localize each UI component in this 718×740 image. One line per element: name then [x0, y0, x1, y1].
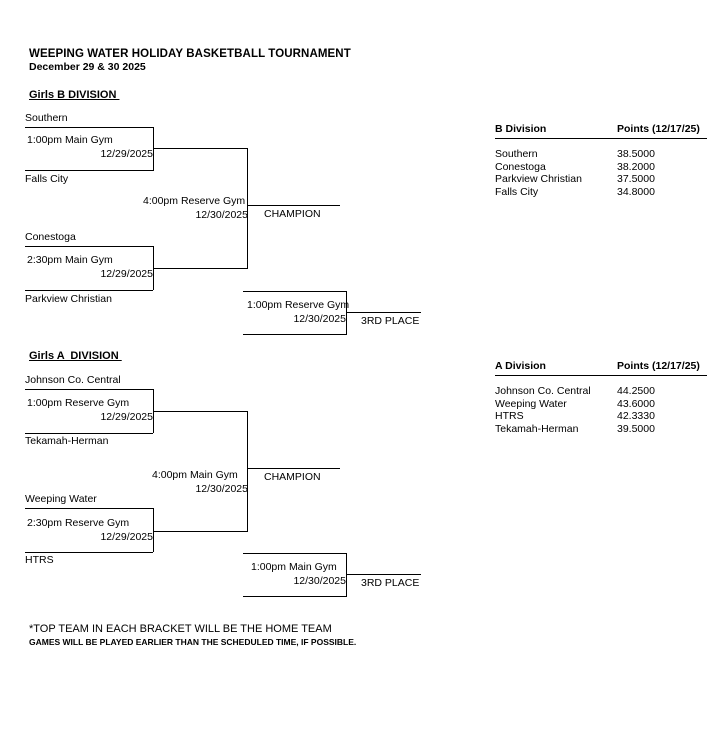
- game-b-consolation-date: 12/30/2025: [293, 313, 346, 325]
- bracket-line: [346, 553, 347, 597]
- table-row: Southern 38.5000: [495, 148, 707, 161]
- game-a-sf1-venue: 1:00pm Reserve Gym: [27, 397, 130, 409]
- bracket-line: [346, 312, 421, 313]
- table-row: Weeping Water 43.6000: [495, 398, 707, 411]
- bracket-line: [153, 148, 248, 149]
- column-header-points: Points (12/17/25): [617, 360, 700, 372]
- table-header-row: A Division Points (12/17/25): [495, 360, 707, 376]
- game-a-final-venue: 4:00pm Main Gym: [152, 469, 238, 481]
- cell-team: Falls City: [495, 185, 539, 198]
- table-row: Johnson Co. Central 44.2500: [495, 385, 707, 398]
- bracket-line: [243, 291, 347, 292]
- bracket-line: [153, 531, 248, 532]
- bracket-line: [25, 246, 153, 247]
- cell-team: HTRS: [495, 410, 524, 422]
- table-row: Falls City 34.8000: [495, 186, 707, 199]
- bracket-line: [153, 411, 248, 412]
- outcome-b-third-place: 3RD PLACE: [361, 315, 420, 327]
- bracket-line: [247, 468, 340, 469]
- game-b-sf1-venue: 1:00pm Main Gym: [27, 134, 113, 146]
- cell-team: Weeping Water: [495, 397, 567, 410]
- bracket-line: [243, 596, 347, 597]
- game-b-consolation-venue: 1:00pm Reserve Gym: [247, 299, 350, 311]
- table-row: Tekamah-Herman 39.5000: [495, 423, 707, 436]
- table-row: Conestoga 38.2000: [495, 161, 707, 174]
- cell-points: 37.5000: [617, 173, 655, 185]
- bracket-line: [247, 411, 248, 532]
- game-a-sf2-date: 12/29/2025: [100, 531, 153, 543]
- column-header-division: B Division: [495, 123, 547, 135]
- game-b-sf2-venue: 2:30pm Main Gym: [27, 254, 113, 266]
- outcome-b-champion: CHAMPION: [264, 208, 321, 220]
- division-heading-b: Girls B DIVISION: [29, 89, 120, 101]
- bracket-line: [153, 127, 154, 171]
- cell-team: Southern: [495, 148, 538, 160]
- bracket-line: [25, 508, 153, 509]
- team-b-sf2-bottom: Parkview Christian: [25, 293, 112, 305]
- team-a-sf2-bottom: HTRS: [25, 554, 54, 566]
- bracket-line: [25, 290, 153, 291]
- bracket-line: [25, 170, 153, 171]
- bracket-line: [25, 552, 153, 553]
- bracket-line: [153, 508, 154, 552]
- cell-points: 34.8000: [617, 185, 655, 198]
- cell-points: 39.5000: [617, 422, 655, 435]
- bracket-line: [25, 433, 153, 434]
- bracket-line: [346, 574, 421, 575]
- cell-team: Tekamah-Herman: [495, 422, 579, 435]
- footer-note-early-games: GAMES WILL BE PLAYED EARLIER THAN THE SC…: [29, 637, 357, 647]
- cell-team: Johnson Co. Central: [495, 385, 591, 397]
- team-b-sf2-top: Conestoga: [25, 231, 76, 243]
- outcome-a-third-place: 3RD PLACE: [361, 577, 420, 589]
- cell-points: 38.5000: [617, 148, 655, 160]
- cell-team: Conestoga: [495, 160, 546, 173]
- page-title: WEEPING WATER HOLIDAY BASKETBALL TOURNAM…: [29, 48, 351, 60]
- team-a-sf1-top: Johnson Co. Central: [25, 374, 121, 386]
- page-dates: December 29 & 30 2025: [29, 61, 146, 73]
- cell-team: Parkview Christian: [495, 173, 582, 185]
- game-a-final-date: 12/30/2025: [195, 483, 248, 495]
- bracket-line: [243, 553, 347, 554]
- game-a-sf1-date: 12/29/2025: [100, 411, 153, 423]
- table-body: Southern 38.5000 Conestoga 38.2000 Parkv…: [495, 148, 707, 198]
- points-table-a: A Division Points (12/17/25) Johnson Co.…: [495, 360, 707, 435]
- bracket-line: [247, 205, 340, 206]
- cell-points: 44.2500: [617, 385, 655, 397]
- game-a-consolation-venue: 1:00pm Main Gym: [251, 561, 337, 573]
- table-row: HTRS 42.3330: [495, 410, 707, 423]
- game-b-sf2-date: 12/29/2025: [100, 268, 153, 280]
- points-table-b: B Division Points (12/17/25) Southern 38…: [495, 123, 707, 198]
- team-b-sf1-top: Southern: [25, 112, 68, 124]
- game-a-sf2-venue: 2:30pm Reserve Gym: [27, 517, 130, 529]
- column-header-division: A Division: [495, 360, 546, 372]
- bracket-line: [247, 148, 248, 269]
- division-heading-a: Girls A DIVISION: [29, 350, 122, 362]
- bracket-line: [25, 389, 153, 390]
- footer-note-home-team: *TOP TEAM IN EACH BRACKET WILL BE THE HO…: [29, 623, 332, 635]
- outcome-a-champion: CHAMPION: [264, 471, 321, 483]
- table-header-row: B Division Points (12/17/25): [495, 123, 707, 139]
- game-b-final-venue: 4:00pm Reserve Gym: [143, 195, 246, 207]
- bracket-line: [153, 268, 248, 269]
- table-row: Parkview Christian 37.5000: [495, 173, 707, 186]
- game-a-consolation-date: 12/30/2025: [293, 575, 346, 587]
- column-header-points: Points (12/17/25): [617, 123, 700, 135]
- game-b-final-date: 12/30/2025: [195, 209, 248, 221]
- team-a-sf1-bottom: Tekamah-Herman: [25, 435, 109, 447]
- team-a-sf2-top: Weeping Water: [25, 493, 97, 505]
- team-b-sf1-bottom: Falls City: [25, 173, 69, 185]
- cell-points: 43.6000: [617, 397, 655, 410]
- bracket-line: [243, 334, 347, 335]
- bracket-line: [25, 127, 153, 128]
- game-b-sf1-date: 12/29/2025: [100, 148, 153, 160]
- bracket-line: [346, 291, 347, 335]
- cell-points: 42.3330: [617, 410, 655, 422]
- table-body: Johnson Co. Central 44.2500 Weeping Wate…: [495, 385, 707, 435]
- cell-points: 38.2000: [617, 160, 655, 173]
